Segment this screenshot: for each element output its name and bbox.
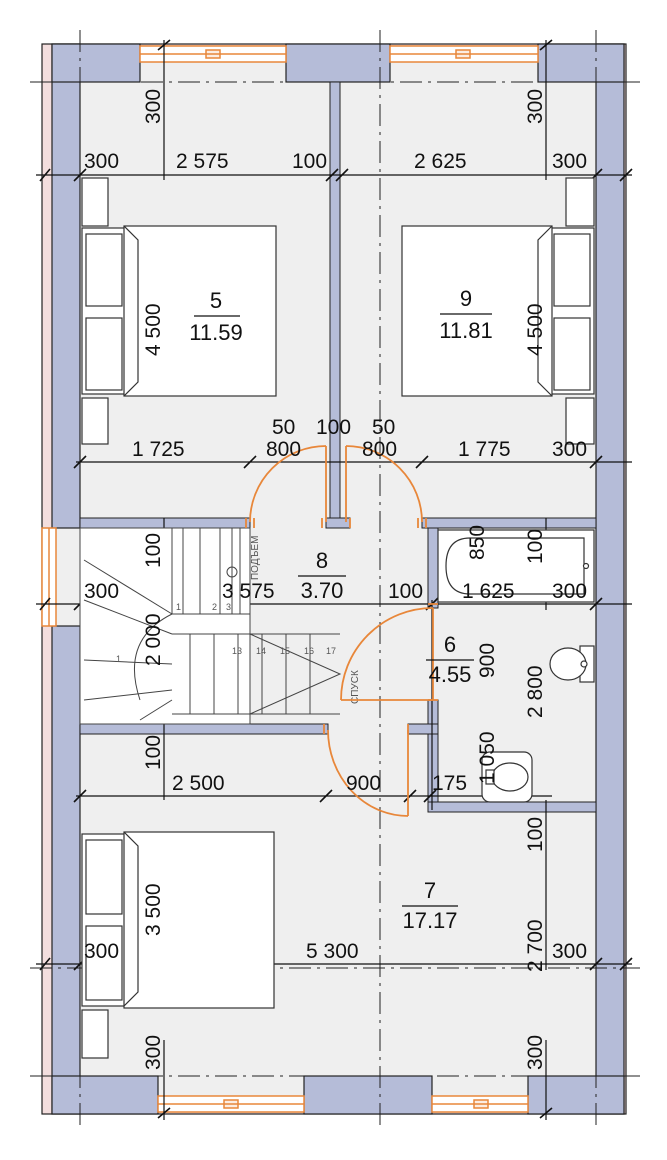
windows (41, 45, 539, 1113)
room-9-label: 9 11.81 (439, 286, 492, 343)
dim-row1-100: 100 (292, 150, 327, 173)
dim-bottom-left-300: 300 (142, 1035, 165, 1070)
dim-row2-800b: 800 (362, 438, 397, 461)
stair-winder-note: 1 (116, 654, 121, 664)
dim-row5-300a: 300 (84, 940, 119, 963)
stair-step-17: 17 (326, 646, 336, 656)
stair-step-15: 15 (280, 646, 290, 656)
dim-row1-2625: 2 625 (414, 150, 467, 173)
dim-row4-175: 175 (432, 772, 467, 795)
door-room5-icon (249, 445, 327, 523)
dim-wc-2800: 2 800 (524, 665, 547, 718)
dim-bottom-right-300: 300 (524, 1035, 547, 1070)
stair-up-label: ПОДЪЕМ (250, 536, 261, 580)
dim-wc-1050: 1 050 (476, 731, 499, 784)
dim-row4-2500: 2 500 (172, 772, 225, 795)
room-8-label: 8 3.70 (298, 548, 346, 603)
door-room9-icon (345, 445, 423, 523)
stair-step-labels: 1 2 3 13 14 15 16 17 ПОДЪЕМ СПУСК 1 (116, 536, 361, 704)
staircase (79, 527, 342, 725)
dim-row5-5300: 5 300 (306, 940, 359, 963)
dim-bath-100: 100 (524, 529, 547, 564)
room-5-number: 5 (210, 288, 222, 313)
axis-lines (30, 30, 640, 1130)
dim-row5-2700: 2 700 (524, 919, 547, 972)
window-left-stair-icon (41, 527, 57, 627)
room-labels: 5 11.59 9 11.81 8 3.70 6 4.55 7 17.17 (189, 286, 492, 933)
dim-bath-850: 850 (466, 525, 489, 560)
window-top-left-icon (139, 45, 287, 63)
window-bottom-left-icon (157, 1095, 305, 1113)
room-6-number: 6 (444, 632, 456, 657)
stair-step-2: 2 (212, 602, 217, 612)
dim-row2-1725: 1 725 (132, 438, 185, 461)
room-8-area: 3.70 (301, 578, 344, 603)
room-7-area: 17.17 (402, 908, 457, 933)
room-7-label: 7 17.17 (402, 878, 458, 933)
bed-room9-icon (401, 177, 595, 445)
room-5-label: 5 11.59 (189, 288, 242, 345)
room-9-number: 9 (460, 286, 472, 311)
room-5-area: 11.59 (189, 320, 242, 345)
door-bath-icon (340, 607, 434, 701)
dim-top-right-300: 300 (524, 89, 547, 124)
dimension-text-horizontal: 300 2 575 100 2 625 300 50 100 50 1 725 … (84, 150, 587, 963)
dimension-text-vertical: 300 300 4 500 4 500 850 100 100 2 000 90… (142, 89, 547, 1070)
bed-room5-icon (81, 177, 277, 445)
dim-row3-300a: 300 (84, 580, 119, 603)
dim-top-left-300: 300 (142, 89, 165, 124)
dim-row3-100: 100 (388, 580, 423, 603)
dim-row3-300b: 300 (552, 580, 587, 603)
doors (245, 445, 438, 817)
door-room7-icon (327, 729, 409, 817)
dim-row4-900: 900 (346, 772, 381, 795)
stair-step-1: 1 (176, 602, 181, 612)
dim-gap-50b: 50 (372, 416, 395, 439)
dim-row3-3575: 3 575 (222, 580, 275, 603)
dim-row3-1625: 1 625 (462, 580, 515, 603)
dim-stair-100: 100 (142, 533, 165, 568)
stair-step-13: 13 (232, 646, 242, 656)
dim-row1-2575: 2 575 (176, 150, 229, 173)
room-8-number: 8 (316, 548, 328, 573)
window-top-right-icon (389, 45, 539, 63)
dim-bed9-4500: 4 500 (524, 303, 547, 356)
dim-row2-1775: 1 775 (458, 438, 511, 461)
stair-step-3: 3 (226, 602, 231, 612)
dimension-ticks (39, 39, 633, 1119)
bed-room7-icon (81, 831, 275, 1059)
dim-bed7-3500: 3 500 (142, 883, 165, 936)
dim-row1-300a: 300 (84, 150, 119, 173)
dim-bed5-4500: 4 500 (142, 303, 165, 356)
dim-row5-300b: 300 (552, 940, 587, 963)
stair-down-label: СПУСК (350, 670, 361, 704)
bathtub-icon (437, 529, 595, 603)
room-7-number: 7 (424, 878, 436, 903)
dim-gap-50a: 50 (272, 416, 295, 439)
dim-stair-2000: 2 000 (142, 613, 165, 666)
dim-row2-300: 300 (552, 438, 587, 461)
room-9-area: 11.81 (439, 318, 492, 343)
dim-gap-100: 100 (316, 416, 351, 439)
room-6-label: 6 4.55 (426, 632, 474, 687)
toilet-icon (549, 645, 595, 683)
dim-row2-800a: 800 (266, 438, 301, 461)
dim-wc-900: 900 (476, 643, 499, 678)
sink-icon (481, 751, 533, 803)
stair-step-14: 14 (256, 646, 266, 656)
dim-right-100: 100 (524, 817, 547, 852)
room-6-area: 4.55 (429, 662, 472, 687)
window-bottom-right-icon (431, 1095, 529, 1113)
dim-left-100: 100 (142, 735, 165, 770)
stair-step-16: 16 (304, 646, 314, 656)
dim-row1-300b: 300 (552, 150, 587, 173)
exterior-walls (51, 43, 625, 1115)
